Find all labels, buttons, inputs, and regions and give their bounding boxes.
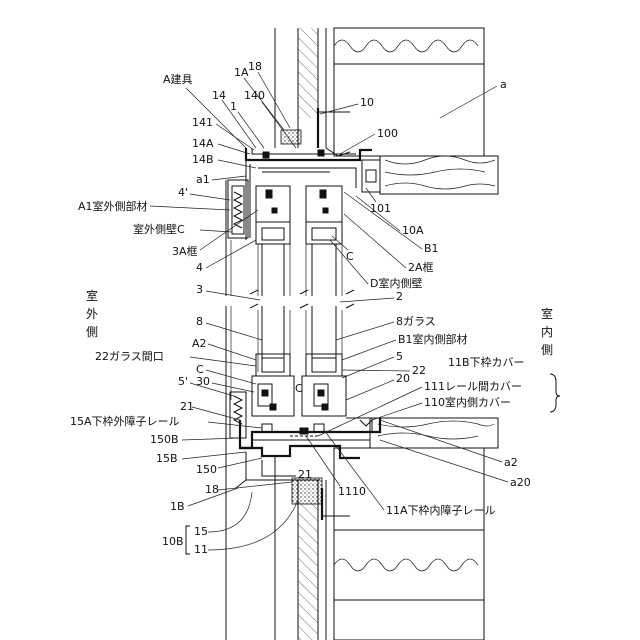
label-outdoor-2: 外 xyxy=(86,307,98,321)
label-100: 100 xyxy=(377,127,398,140)
label-30: 30 xyxy=(196,375,210,388)
label-C-mid2: C xyxy=(295,382,303,395)
label-20: 20 xyxy=(396,372,410,385)
label-a2: a2 xyxy=(504,456,518,469)
label-15: 15 xyxy=(194,525,208,538)
label-18-top: 18 xyxy=(248,60,262,73)
label-11: 11 xyxy=(194,543,208,556)
label-14B: 14B xyxy=(192,153,214,166)
label-140: 140 xyxy=(244,89,265,102)
label-outdoor-3: 側 xyxy=(86,325,98,339)
label-10B: 10B xyxy=(162,535,184,548)
label-3: 3 xyxy=(196,283,203,296)
label-15B: 15B xyxy=(156,452,178,465)
label-1110: 1110 xyxy=(338,485,366,498)
label-111: 111レール間カバー xyxy=(424,380,522,393)
label-8glass: 8ガラス xyxy=(396,315,436,328)
label-a1: a1 xyxy=(196,173,210,186)
label-22open: 22ガラス間口 xyxy=(95,350,164,363)
label-indoor-2: 内 xyxy=(541,325,553,339)
label-141: 141 xyxy=(192,116,213,129)
label-14A: 14A xyxy=(192,137,214,150)
label-5p: 5' xyxy=(178,375,188,388)
label-3A: 3A框 xyxy=(172,245,198,258)
label-outer-wall-C: 室外側壁C xyxy=(133,222,185,236)
label-21-bottom: 21 xyxy=(298,468,312,481)
label-1B: 1B xyxy=(170,500,185,513)
label-2: 2 xyxy=(396,290,403,303)
label-a20: a20 xyxy=(510,476,531,489)
label-outdoor-1: 室 xyxy=(86,288,98,303)
label-11B: 11B下枠カバー xyxy=(448,355,525,369)
label-10A: 10A xyxy=(402,224,424,237)
label-22: 22 xyxy=(412,364,426,377)
label-2A: 2A框 xyxy=(408,261,434,274)
label-4p-top: 4' xyxy=(178,186,188,199)
label-B1-top: B1 xyxy=(424,242,439,255)
label-110: 110室内側カバー xyxy=(424,395,511,409)
label-14: 14 xyxy=(212,89,226,102)
lower-sashes xyxy=(230,354,346,438)
label-a-kengu: A建具 xyxy=(163,72,193,86)
label-11A: 11A下枠内障子レール xyxy=(386,503,496,517)
label-a: a xyxy=(500,78,507,91)
label-B1-inner: B1室内側部材 xyxy=(398,332,468,346)
label-150: 150 xyxy=(196,463,217,476)
label-D: D室内側壁 xyxy=(370,276,422,290)
label-4: 4 xyxy=(196,261,203,274)
label-indoor-1: 室 xyxy=(541,306,553,321)
label-indoor-3: 側 xyxy=(541,343,553,357)
label-A2: A2 xyxy=(192,337,207,350)
label-10: 10 xyxy=(360,96,374,109)
label-18-bot: 18 xyxy=(205,483,219,496)
label-C-top: C xyxy=(346,250,354,263)
label-21-left: 21 xyxy=(180,400,194,413)
label-150B: 150B xyxy=(150,433,179,446)
label-5: 5 xyxy=(396,350,403,363)
label-1: 1 xyxy=(230,100,237,113)
label-8-left: 8 xyxy=(196,315,203,328)
label-15A: 15A下枠外障子レール xyxy=(70,414,180,428)
label-A1: A1室外側部材 xyxy=(78,199,148,213)
label-1A: 1A xyxy=(234,66,249,79)
